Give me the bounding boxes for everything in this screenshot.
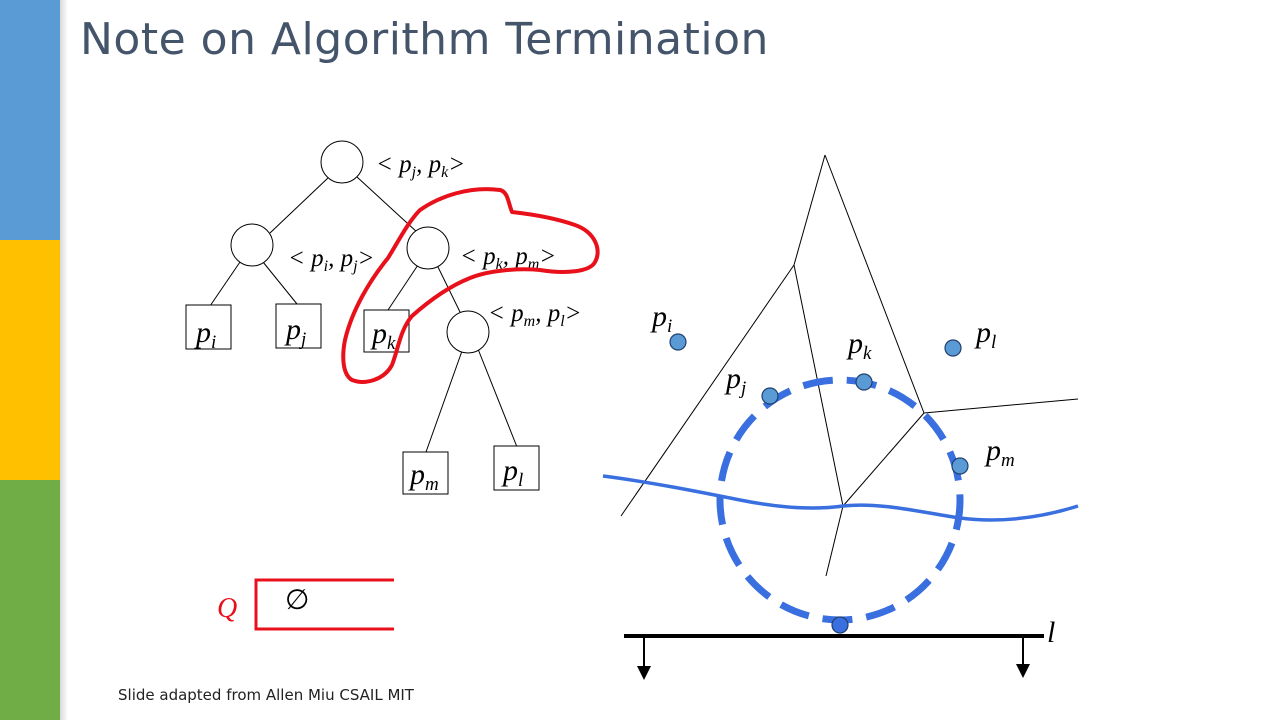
tree-edge: [209, 261, 241, 307]
queue-empty-set-symbol: ∅: [285, 583, 309, 616]
breakpoint-label-left: < pi, pj>: [288, 245, 374, 275]
tree-edge: [425, 350, 463, 453]
footer-credit: Slide adapted from Allen Miu CSAIL MIT: [118, 686, 414, 704]
sidebar-shadow: [60, 0, 68, 720]
tree-node-root: [320, 140, 364, 184]
tree-leaves: [185, 303, 540, 495]
breakpoint-label-right: < pk, pm>: [460, 243, 556, 273]
site-point-pi: [669, 333, 687, 351]
voronoi-edge: [620, 264, 795, 517]
beach-line-tree: [209, 176, 518, 453]
queue-box: [254, 578, 394, 631]
leaf-box-pm: [402, 451, 449, 495]
sweep-arrow-left-head: [637, 666, 651, 680]
site-point-pl: [944, 339, 962, 357]
tree-node-right-right: [446, 310, 490, 354]
tree-edge: [477, 348, 518, 448]
circled-subtree-highlight: [341, 187, 600, 384]
tree-node-left: [230, 223, 274, 267]
leaf-box-pl: [493, 445, 540, 491]
tree-node-right: [406, 226, 450, 270]
sweep-line-group: l: [624, 616, 1055, 680]
sweep-line-label: l: [1047, 616, 1055, 649]
site-point-pk: [855, 373, 873, 391]
site-label-pk: pk: [846, 327, 872, 364]
voronoi-edge: [793, 154, 826, 266]
sweep-line-point: [831, 616, 849, 634]
site-label-pj: pj: [724, 362, 746, 399]
beach-line: [602, 474, 1079, 522]
tree-internal-nodes: [230, 140, 490, 354]
site-label-pl: pl: [974, 316, 996, 353]
leaf-label-pk: pk: [370, 317, 396, 354]
leaf-label-pm: pm: [408, 458, 439, 495]
voronoi-sites: [669, 333, 969, 475]
tree-edge: [269, 176, 330, 234]
voronoi-edge: [923, 398, 1079, 414]
tree-edge: [387, 264, 419, 311]
slide-title: Note on Algorithm Termination: [80, 14, 769, 65]
tree-edge: [262, 261, 298, 305]
breakpoint-label-right-right: < pm, pl>: [488, 300, 582, 330]
leaf-box-pi: [185, 304, 232, 350]
circle-event: [716, 376, 964, 624]
sidebar-stripe-green: [0, 480, 60, 720]
breakpoint-labels: < pj, pk> < pi, pj> < pk, pm> < pm, pl>: [288, 151, 582, 330]
leaf-label-pj: pj: [284, 313, 306, 350]
site-label-pi: pi: [650, 300, 672, 337]
sidebar-stripe-yellow: [0, 240, 60, 480]
voronoi-edge: [842, 412, 925, 507]
voronoi-edges: [620, 154, 1079, 577]
site-point-pj: [761, 387, 779, 405]
site-label-pm: pm: [984, 434, 1015, 471]
leaf-label-pi: pi: [194, 316, 216, 353]
leaf-box-pj: [275, 303, 322, 349]
breakpoint-label-root: < pj, pk>: [376, 151, 465, 181]
voronoi-edge: [793, 264, 844, 507]
leaf-label-pl: pl: [501, 454, 523, 491]
voronoi-edge: [824, 154, 925, 414]
site-labels: pi pj pk pl pm: [650, 300, 1015, 471]
event-queue: Q ∅: [217, 578, 394, 631]
sidebar-stripe-blue: [0, 0, 60, 240]
voronoi-edge: [825, 505, 844, 577]
sweep-arrow-right-head: [1016, 664, 1030, 678]
queue-label: Q: [217, 593, 237, 624]
leaf-labels: pi pj pk pm pl: [194, 313, 523, 495]
site-point-pm: [951, 457, 969, 475]
